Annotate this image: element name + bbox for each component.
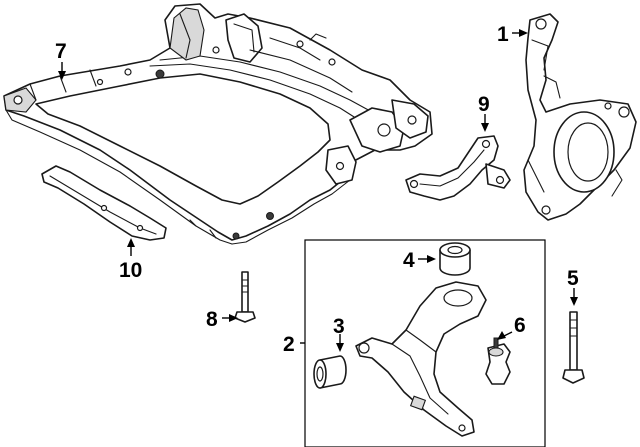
callout-7: 7 [55, 40, 67, 63]
bushing-upper [439, 242, 471, 276]
crossmember-subframe [3, 3, 433, 245]
callout-1: 1 [497, 23, 509, 46]
bolt-long [562, 311, 585, 384]
callout-5: 5 [567, 267, 579, 290]
callout-10: 10 [119, 259, 142, 282]
callout-4: 4 [403, 249, 415, 272]
callout-2: 2 [283, 333, 295, 356]
callout-6: 6 [514, 314, 526, 337]
callout-9: 9 [478, 93, 490, 116]
bushing-front [313, 355, 347, 389]
callout-labels: 1 2 3 4 5 6 7 8 9 10 [55, 23, 579, 356]
steering-knuckle [523, 13, 637, 221]
ball-joint [485, 337, 511, 385]
leader-lines [58, 29, 578, 352]
brace-bracket [405, 135, 511, 201]
splash-shield [41, 165, 167, 241]
callout-8: 8 [206, 308, 218, 331]
bolt-short [234, 271, 256, 323]
callout-3: 3 [333, 315, 345, 338]
lower-control-arm [355, 281, 487, 437]
